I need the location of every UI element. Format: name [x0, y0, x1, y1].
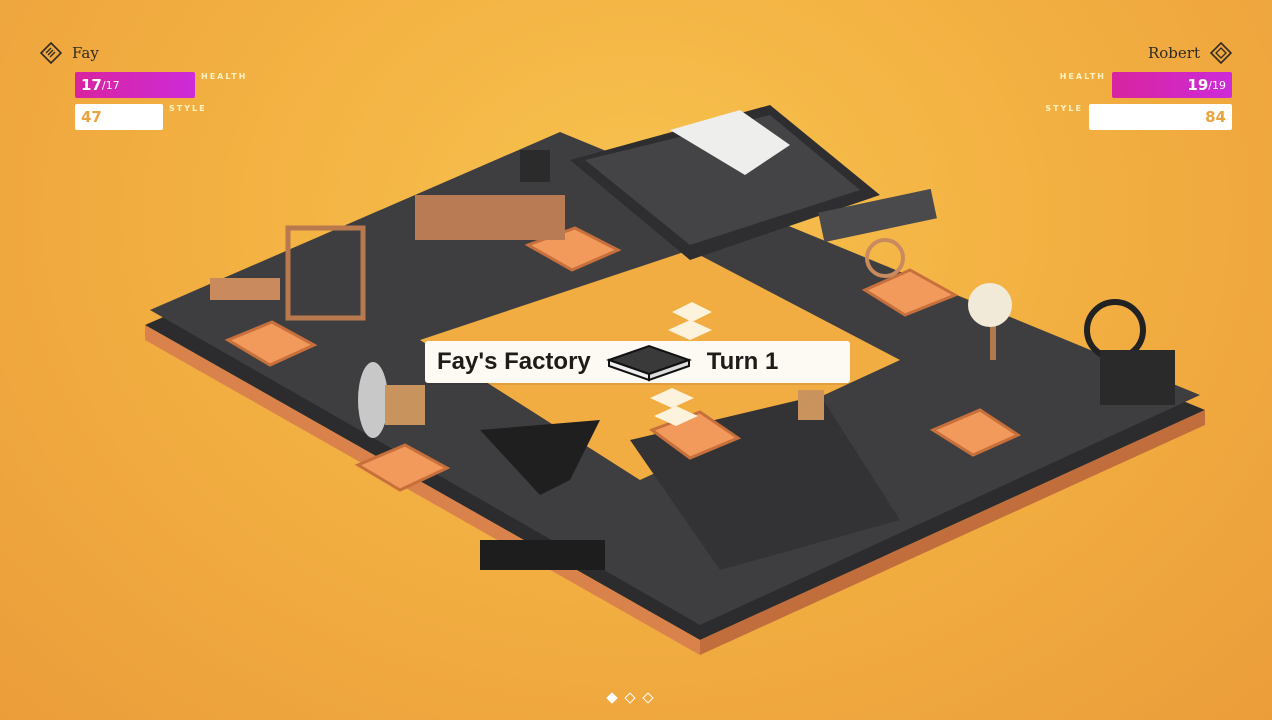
style-bar: 84: [1089, 104, 1232, 130]
pagination-dots: [606, 692, 654, 704]
tile-machines: [929, 408, 1022, 457]
health-value: 19: [1187, 76, 1209, 94]
health-label: HEALTH: [201, 72, 248, 81]
player-panel-left: Fay 17/17 HEALTH 47 STYLE: [40, 40, 253, 130]
style-label: STYLE: [1045, 104, 1083, 113]
page-dot[interactable]: [624, 692, 636, 704]
page-dot[interactable]: [642, 692, 654, 704]
location-name: Fay's Factory: [437, 348, 591, 375]
stage-panel: [798, 390, 824, 420]
tree: [990, 300, 996, 360]
player-panel-right: Robert HEALTH 19/19 STYLE 84: [1039, 40, 1232, 130]
tree-canopy: [968, 283, 1012, 327]
desk: [210, 278, 280, 300]
turn-label: Turn 1: [706, 348, 779, 375]
room-tiles: [224, 226, 1022, 492]
book-icon: [605, 344, 692, 382]
shelf-frame: [285, 225, 366, 321]
furniture: [210, 110, 1175, 570]
mirror: [358, 362, 388, 438]
tile-cannon: [861, 268, 959, 317]
cannon-barrel: [818, 188, 937, 243]
health-bar: 17/17: [75, 72, 195, 98]
health-max: 19: [1212, 78, 1226, 92]
tile-wardrobe: [354, 443, 451, 492]
turn-banner: Fay's Factory Turn 1: [425, 341, 850, 383]
style-value: 84: [1205, 108, 1226, 126]
machine: [1100, 350, 1175, 405]
machine-wheel: [1084, 299, 1146, 361]
diamond-icon: [1210, 42, 1232, 64]
board-trim: [145, 325, 700, 655]
safe: [520, 150, 550, 182]
meeting-table: [480, 540, 605, 570]
cannon-wheel: [865, 238, 905, 278]
funnel-block: [480, 420, 600, 495]
health-label: HEALTH: [1059, 72, 1106, 81]
page-dot[interactable]: [606, 692, 618, 704]
flow-arrows: [650, 302, 712, 426]
diamond-icon: [40, 42, 62, 64]
board-trim-right: [700, 410, 1205, 655]
dresser: [385, 385, 425, 425]
health-bar: 19/19: [1112, 72, 1232, 98]
counter: [415, 195, 565, 240]
raised-room-top: [585, 115, 860, 245]
health-max: 17: [105, 78, 120, 92]
bed: [670, 110, 790, 175]
style-value: 47: [81, 108, 102, 126]
style-label: STYLE: [169, 104, 207, 113]
style-bar: 47: [75, 104, 163, 130]
player-name: Fay: [72, 44, 99, 62]
health-value: 17: [81, 76, 102, 94]
player-name: Robert: [1147, 44, 1200, 62]
tile-office: [224, 320, 318, 367]
